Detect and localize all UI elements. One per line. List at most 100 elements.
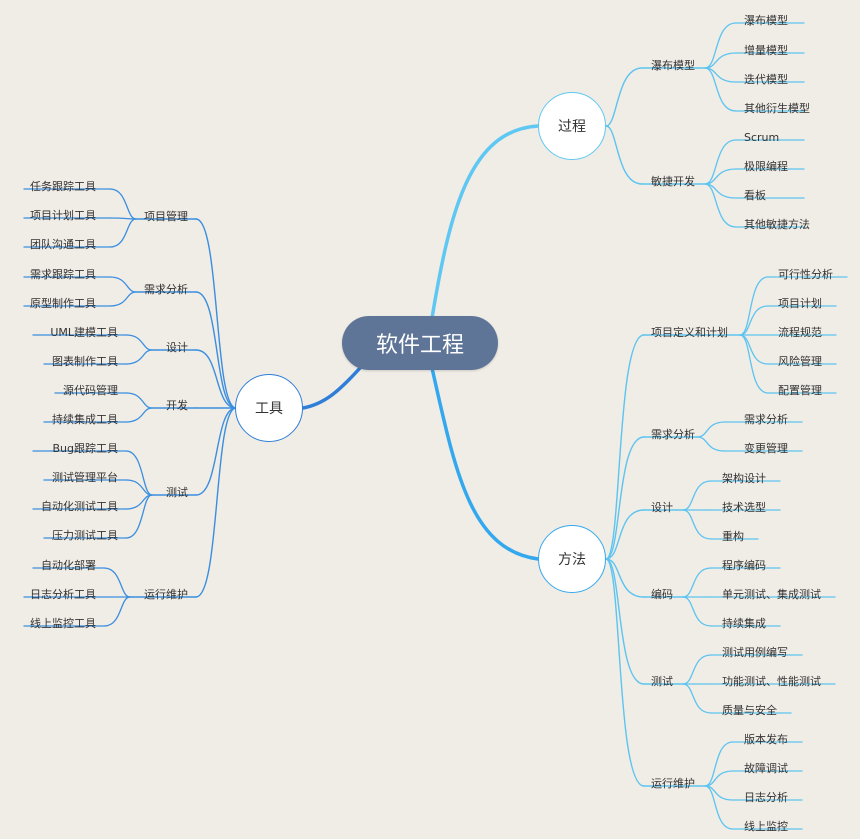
tools-group-label[interactable]: 设计: [166, 341, 188, 354]
tools-leaf[interactable]: 源代码管理: [63, 384, 118, 397]
method-leaf-link: [704, 770, 734, 787]
method-group-link: [605, 436, 645, 560]
tools-leaf[interactable]: 需求跟踪工具: [30, 268, 96, 281]
tools-leaf[interactable]: 日志分析工具: [30, 588, 96, 601]
method-leaf[interactable]: 需求分析: [744, 413, 788, 426]
method-leaf[interactable]: 线上监控: [744, 820, 788, 833]
tools-leaf[interactable]: UML建模工具: [50, 326, 118, 339]
tools-leaf-link: [125, 450, 153, 496]
process-leaf[interactable]: 增量模型: [744, 44, 788, 57]
process-group-label[interactable]: 敏捷开发: [651, 175, 695, 188]
method-group-label[interactable]: 设计: [651, 501, 673, 514]
tools-leaf[interactable]: 自动化测试工具: [41, 500, 118, 513]
method-leaf[interactable]: 架构设计: [722, 472, 766, 485]
process-group-link: [605, 125, 643, 185]
method-leaf[interactable]: 重构: [722, 530, 744, 543]
method-leaf-link: [682, 596, 712, 627]
method-group-label[interactable]: 项目定义和计划: [651, 326, 728, 339]
tools-leaf-link: [125, 334, 153, 351]
tools-group-link: [195, 218, 237, 409]
method-group-label[interactable]: 测试: [651, 675, 673, 688]
tools-leaf[interactable]: 测试管理平台: [52, 471, 118, 484]
method-leaf-link: [682, 480, 712, 511]
tools-group-link: [195, 349, 237, 409]
method-group-link: [605, 558, 645, 685]
method-group-label[interactable]: 编码: [651, 588, 673, 601]
tools-leaf-link: [109, 218, 137, 248]
process-leaf-link: [704, 52, 737, 69]
tools-leaf-link: [103, 567, 131, 598]
process-leaf-link: [704, 139, 737, 185]
root-node[interactable]: 软件工程: [342, 316, 498, 370]
method-group-link: [605, 558, 645, 598]
process-leaf[interactable]: 瀑布模型: [744, 14, 788, 27]
method-leaf[interactable]: 功能测试、性能测试: [722, 675, 821, 688]
method-group-link: [605, 558, 645, 787]
method-leaf[interactable]: 变更管理: [744, 442, 788, 455]
method-leaf[interactable]: 程序编码: [722, 559, 766, 572]
method-leaf[interactable]: 配置管理: [778, 384, 822, 397]
method-leaf[interactable]: 风险管理: [778, 355, 822, 368]
method-leaf[interactable]: 可行性分析: [778, 268, 833, 281]
process-group-link: [605, 67, 643, 127]
method-leaf[interactable]: 日志分析: [744, 791, 788, 804]
root-to-tools-link: [301, 366, 362, 410]
tools-leaf[interactable]: 自动化部署: [41, 559, 96, 572]
root-to-method-link: [430, 366, 540, 561]
tools-leaf-link: [125, 349, 153, 365]
process-leaf-link: [704, 168, 737, 185]
branch-node-tools[interactable]: 工具: [235, 374, 303, 442]
method-leaf[interactable]: 质量与安全: [722, 704, 777, 717]
tools-leaf-link: [125, 407, 153, 423]
tools-group-link: [195, 407, 237, 598]
method-leaf[interactable]: 流程规范: [778, 326, 822, 339]
tools-leaf[interactable]: 压力测试工具: [52, 529, 118, 542]
process-leaf-link: [704, 67, 737, 112]
tools-leaf[interactable]: Bug跟踪工具: [52, 442, 118, 455]
tools-leaf[interactable]: 原型制作工具: [30, 297, 96, 310]
method-leaf[interactable]: 单元测试、集成测试: [722, 588, 821, 601]
method-leaf-link: [696, 436, 726, 452]
method-leaf-link: [704, 785, 734, 830]
tools-leaf[interactable]: 任务跟踪工具: [30, 180, 96, 193]
tools-leaf-link: [109, 217, 137, 220]
tools-group-label[interactable]: 需求分析: [144, 283, 188, 296]
root-to-process-link: [430, 124, 540, 320]
method-leaf-link: [682, 683, 712, 714]
tools-leaf[interactable]: 线上监控工具: [30, 617, 96, 630]
method-group-label[interactable]: 需求分析: [651, 428, 695, 441]
tools-group-label[interactable]: 项目管理: [144, 210, 188, 223]
process-leaf-link: [704, 22, 737, 69]
process-leaf[interactable]: 极限编程: [744, 160, 788, 173]
method-leaf[interactable]: 故障调试: [744, 762, 788, 775]
tools-leaf[interactable]: 项目计划工具: [30, 209, 96, 222]
tools-leaf[interactable]: 图表制作工具: [52, 355, 118, 368]
tools-group-link: [195, 407, 237, 496]
branch-node-process[interactable]: 过程: [538, 92, 606, 160]
method-leaf[interactable]: 测试用例编写: [722, 646, 788, 659]
tools-group-label[interactable]: 测试: [166, 486, 188, 499]
tools-leaf[interactable]: 团队沟通工具: [30, 238, 96, 251]
method-leaf[interactable]: 项目计划: [778, 297, 822, 310]
process-leaf[interactable]: 其他衍生模型: [744, 102, 810, 115]
tools-leaf-link: [125, 392, 153, 409]
method-leaf-link: [682, 654, 712, 685]
tools-group-label[interactable]: 运行维护: [144, 588, 188, 601]
method-leaf[interactable]: 持续集成: [722, 617, 766, 630]
method-leaf[interactable]: 技术选型: [722, 501, 766, 514]
process-leaf[interactable]: 迭代模型: [744, 73, 788, 86]
tools-group-label[interactable]: 开发: [166, 399, 188, 412]
method-group-label[interactable]: 运行维护: [651, 777, 695, 790]
branch-node-method[interactable]: 方法: [538, 525, 606, 593]
method-leaf[interactable]: 版本发布: [744, 733, 788, 746]
method-group-link: [605, 334, 645, 560]
process-group-label[interactable]: 瀑布模型: [651, 59, 695, 72]
tools-leaf-link: [109, 188, 137, 220]
process-leaf[interactable]: 其他敏捷方法: [744, 218, 810, 231]
tools-leaf[interactable]: 持续集成工具: [52, 413, 118, 426]
process-leaf[interactable]: Scrum: [744, 131, 780, 144]
tools-leaf-link: [103, 596, 131, 627]
process-leaf[interactable]: 看板: [744, 189, 766, 202]
